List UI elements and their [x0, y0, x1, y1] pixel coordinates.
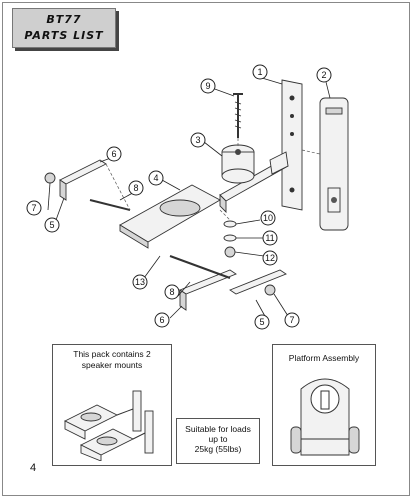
platform-assembly-illustration: [290, 378, 360, 456]
callout-2: 2: [316, 67, 332, 83]
callout-9: 9: [200, 78, 216, 94]
rail-right: [169, 255, 287, 311]
parts-list-header: BT77 PARTS LIST: [12, 8, 116, 48]
parts-list-title: PARTS LIST: [24, 29, 104, 42]
pack-contents-box: This pack contains 2 speaker mounts: [52, 344, 172, 466]
svg-text:2: 2: [321, 70, 326, 80]
svg-text:6: 6: [159, 315, 164, 325]
callout-6a: 6: [106, 146, 122, 162]
callout-1: 1: [252, 64, 268, 80]
svg-text:6: 6: [111, 149, 116, 159]
wall-plate-part: [281, 79, 303, 211]
knuckle-part: [221, 144, 255, 184]
svg-text:10: 10: [263, 213, 273, 223]
callout-5a: 5: [44, 217, 60, 233]
callout-4: 4: [148, 170, 164, 186]
svg-text:12: 12: [265, 253, 275, 263]
svg-text:4: 4: [153, 173, 158, 183]
platform-assembly-box: Platform Assembly: [272, 344, 376, 466]
svg-text:7: 7: [31, 203, 36, 213]
load-rating-box: Suitable for loads up to 25kg (55lbs): [176, 418, 260, 464]
arm-part: [219, 151, 289, 214]
svg-text:11: 11: [265, 233, 274, 243]
load-rating-text: Suitable for loads up to 25kg (55lbs): [179, 424, 257, 454]
callout-12: 12: [262, 250, 278, 266]
screw-part: [233, 93, 243, 138]
speaker-plate-part: [319, 97, 349, 231]
svg-text:13: 13: [135, 277, 145, 287]
platform-plate-part: [119, 184, 221, 249]
washer-parts: [223, 220, 237, 258]
rail-left: [59, 159, 131, 211]
pack-note-line2: speaker mounts: [81, 360, 143, 370]
callout-8a: 8: [128, 180, 144, 196]
load-note-line2: up to: [208, 434, 228, 444]
callout-5b: 5: [254, 314, 270, 330]
callout-7b: 7: [284, 312, 300, 328]
callout-3: 3: [190, 132, 206, 148]
svg-text:8: 8: [133, 183, 138, 193]
model-number: BT77: [46, 13, 82, 26]
two-mounts-illustration: [63, 390, 154, 461]
callout-6b: 6: [154, 312, 170, 328]
svg-text:1: 1: [257, 67, 262, 77]
callout-11: 11: [262, 230, 278, 246]
callout-10: 10: [260, 210, 276, 226]
svg-text:5: 5: [49, 220, 54, 230]
load-note-line3: 25kg (55lbs): [194, 444, 242, 454]
svg-text:8: 8: [169, 287, 174, 297]
load-note-line1: Suitable for loads: [185, 424, 251, 434]
platform-assembly-label: Platform Assembly: [288, 353, 360, 363]
svg-text:3: 3: [195, 135, 200, 145]
callout-8b: 8: [164, 284, 180, 300]
exploded-diagram: 1 2 9 3 4 6 7 8 5 10 11 12 13 8 6 5 7: [26, 64, 349, 330]
svg-text:9: 9: [205, 81, 210, 91]
pack-contents-text: This pack contains 2 speaker mounts: [57, 349, 167, 371]
callout-13: 13: [132, 274, 148, 290]
page-number: 4: [30, 462, 37, 474]
svg-text:7: 7: [289, 315, 294, 325]
callout-7a: 7: [26, 200, 42, 216]
pack-note-line1: This pack contains 2: [73, 349, 151, 359]
svg-text:5: 5: [259, 317, 264, 327]
